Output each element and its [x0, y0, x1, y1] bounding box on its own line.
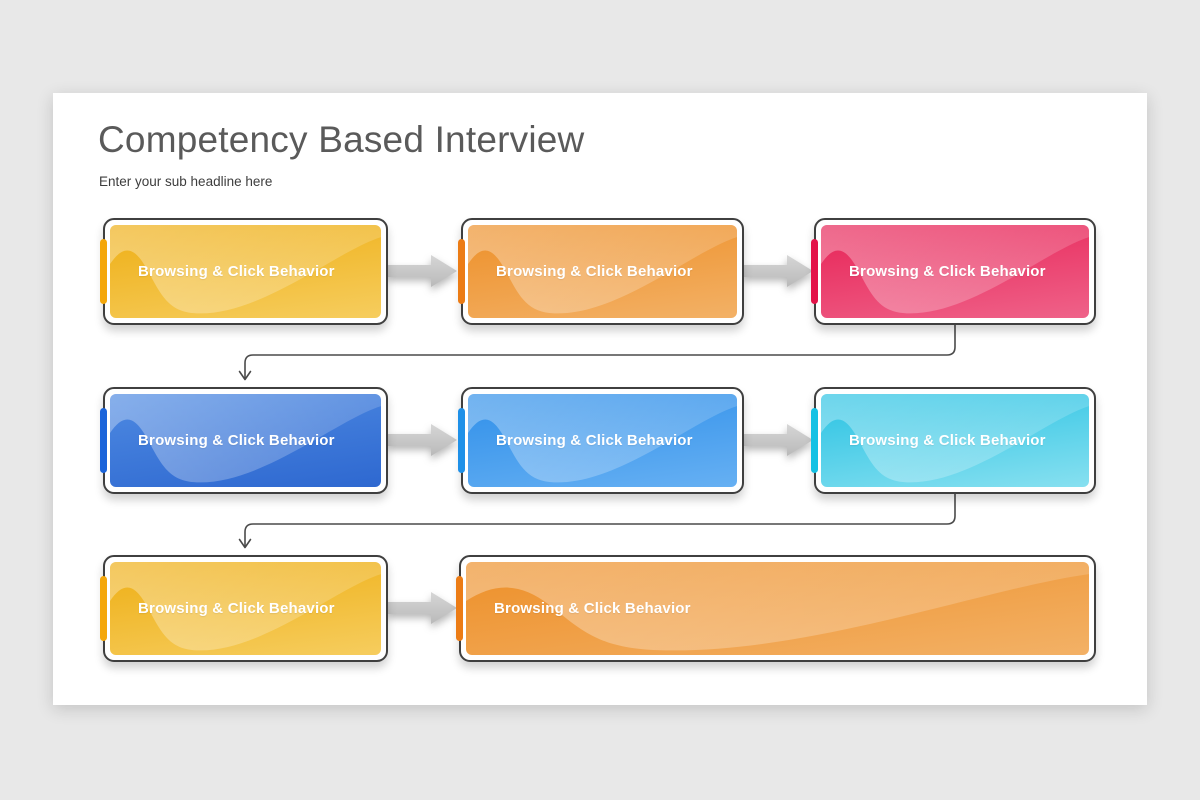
gloss-wave-overlay: [821, 394, 1089, 483]
accent-bar: [458, 239, 465, 304]
accent-bar: [458, 408, 465, 473]
flow-box-label: Browsing & Click Behavior: [496, 263, 693, 280]
flow-box-surface: Browsing & Click Behavior: [110, 225, 381, 318]
accent-bar: [100, 408, 107, 473]
flow-box-surface: Browsing & Click Behavior: [468, 225, 737, 318]
right-arrow-icon: [743, 424, 813, 456]
flow-box-label: Browsing & Click Behavior: [496, 432, 693, 449]
flow-box-4[interactable]: Browsing & Click Behavior: [100, 387, 388, 494]
flow-box-8-wide[interactable]: Browsing & Click Behavior: [456, 555, 1096, 662]
flow-box-surface: Browsing & Click Behavior: [110, 562, 381, 655]
slide-canvas: Competency Based Interview Enter your su…: [53, 93, 1147, 705]
flow-box-label: Browsing & Click Behavior: [494, 600, 691, 617]
accent-bar: [100, 576, 107, 641]
flow-box-label: Browsing & Click Behavior: [849, 263, 1046, 280]
connector-arrowhead-down-1: [238, 370, 252, 381]
accent-bar: [100, 239, 107, 304]
flow-box-label: Browsing & Click Behavior: [849, 432, 1046, 449]
flow-box-1[interactable]: Browsing & Click Behavior: [100, 218, 388, 325]
flow-box-2[interactable]: Browsing & Click Behavior: [458, 218, 744, 325]
flow-box-label: Browsing & Click Behavior: [138, 600, 335, 617]
flow-box-surface: Browsing & Click Behavior: [110, 394, 381, 487]
flow-box-3[interactable]: Browsing & Click Behavior: [811, 218, 1096, 325]
flow-box-surface: Browsing & Click Behavior: [821, 225, 1089, 318]
right-arrow-icon: [387, 592, 457, 624]
gloss-wave-overlay: [468, 225, 737, 314]
right-arrow-icon: [387, 255, 457, 287]
flow-box-surface: Browsing & Click Behavior: [821, 394, 1089, 487]
right-arrow-icon: [743, 255, 813, 287]
gloss-wave-overlay: [110, 225, 381, 314]
accent-bar: [456, 576, 463, 641]
flow-box-surface: Browsing & Click Behavior: [468, 394, 737, 487]
gloss-wave-overlay: [110, 394, 381, 483]
slide-subtitle: Enter your sub headline here: [99, 174, 273, 189]
flow-box-5[interactable]: Browsing & Click Behavior: [458, 387, 744, 494]
flow-box-7[interactable]: Browsing & Click Behavior: [100, 555, 388, 662]
connector-row2-to-row3: [244, 493, 956, 547]
gloss-wave-overlay: [468, 394, 737, 483]
connector-row1-to-row2: [244, 324, 956, 379]
flow-box-label: Browsing & Click Behavior: [138, 432, 335, 449]
flow-box-label: Browsing & Click Behavior: [138, 263, 335, 280]
accent-bar: [811, 408, 818, 473]
gloss-wave-overlay: [110, 562, 381, 651]
flow-box-6[interactable]: Browsing & Click Behavior: [811, 387, 1096, 494]
flow-box-surface: Browsing & Click Behavior: [466, 562, 1089, 655]
accent-bar: [811, 239, 818, 304]
connector-arrowhead-down-2: [238, 538, 252, 549]
slide-title: Competency Based Interview: [98, 119, 585, 160]
gloss-wave-overlay: [466, 562, 1089, 651]
right-arrow-icon: [387, 424, 457, 456]
gloss-wave-overlay: [821, 225, 1089, 314]
